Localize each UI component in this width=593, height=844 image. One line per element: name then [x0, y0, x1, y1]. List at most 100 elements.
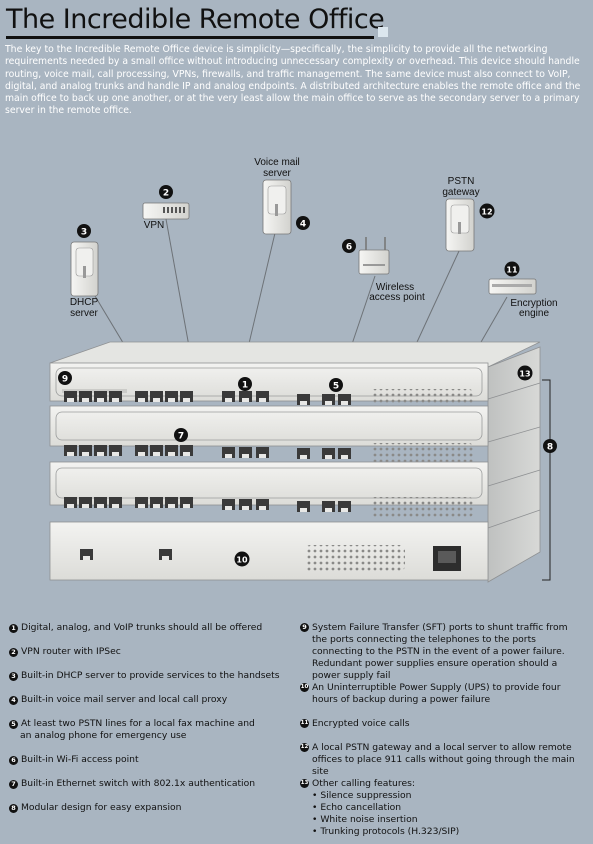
title-block: The Incredible Remote Office — [6, 4, 385, 35]
legend-number: 1 — [9, 624, 18, 633]
vpn-label: VPN — [144, 220, 165, 231]
svg-text:1: 1 — [242, 381, 248, 391]
switch-module-3 — [49, 461, 489, 517]
badge-2: 2 — [159, 185, 173, 199]
badge-6: 6 — [342, 239, 356, 253]
legend-number: 10 — [300, 683, 309, 692]
feature-item: Echo cancellation — [312, 802, 459, 814]
legend-text: System Failure Transfer (SFT) ports to s… — [312, 622, 568, 681]
device-diagram: Voice mail server VPN DHCP server Wirele… — [49, 157, 558, 583]
legend-number: 9 — [300, 623, 309, 632]
legend-number: 5 — [9, 720, 18, 729]
ups-module — [49, 521, 489, 581]
legend-text: Built-in voice mail server and local cal… — [21, 694, 228, 705]
svg-text:9: 9 — [62, 375, 68, 385]
switch-module-2 — [49, 405, 489, 465]
svg-text:11: 11 — [506, 266, 518, 275]
svg-text:6: 6 — [346, 243, 352, 253]
dhcp-label-2: server — [70, 308, 98, 319]
wireless-label: Wireless — [376, 282, 414, 293]
legend-text: Built-in Wi-Fi access point — [21, 754, 139, 765]
encryption-label: Encryption — [510, 298, 557, 309]
switch-module-1 — [49, 362, 489, 411]
legend-text: Built-in DHCP server to provide services… — [21, 670, 280, 681]
badge-3: 3 — [77, 224, 91, 238]
device-stack — [49, 341, 541, 583]
legend-text: Built-in Ethernet switch with 802.1x aut… — [21, 778, 256, 789]
intro-paragraph: The key to the Incredible Remote Office … — [5, 44, 581, 117]
badge-1: 1 — [238, 377, 252, 391]
vpn-router-device — [142, 202, 190, 220]
svg-text:13: 13 — [519, 370, 530, 379]
legend-number: 3 — [9, 672, 18, 681]
badge-10: 10 — [234, 551, 250, 567]
title-square-decoration — [378, 27, 388, 37]
svg-text:3: 3 — [81, 228, 87, 238]
legend-text: Encrypted voice calls — [312, 718, 410, 729]
legend-number: 6 — [9, 756, 18, 765]
encryption-label-2: engine — [519, 308, 549, 319]
voice-mail-server-device — [262, 179, 292, 235]
wireless-label-2: access point — [369, 292, 425, 303]
legend-number: 2 — [9, 648, 18, 657]
wireless-access-point-device — [358, 237, 390, 275]
page-title: The Incredible Remote Office — [6, 4, 385, 35]
connector-lines — [94, 218, 508, 357]
legend-text: VPN router with IPSec — [21, 646, 121, 657]
svg-text:4: 4 — [300, 220, 306, 230]
pstn-gateway-device — [445, 198, 475, 252]
legend-number: 7 — [9, 780, 18, 789]
dhcp-server-device — [70, 241, 99, 297]
legend-text: At least two PSTN lines for a local fax … — [21, 718, 255, 729]
badge-12: 12 — [479, 203, 495, 219]
legend-number: 4 — [9, 696, 18, 705]
legend-text: An Uninterruptible Power Supply (UPS) to… — [312, 682, 561, 705]
encryption-engine-device — [488, 278, 537, 295]
features-list: Silence suppression Echo cancellation Wh… — [312, 790, 459, 838]
feature-item: White noise insertion — [312, 814, 459, 826]
legend-text: Modular design for easy expansion — [21, 802, 182, 813]
svg-text:12: 12 — [481, 208, 492, 217]
legend-text: A local PSTN gateway and a local server … — [312, 742, 575, 777]
dhcp-label: DHCP — [70, 297, 99, 308]
voice-mail-label: Voice mail — [254, 157, 300, 168]
feature-item: Trunking protocols (H.323/SIP) — [312, 826, 459, 838]
legend-number: 11 — [300, 719, 309, 728]
badge-13: 13 — [517, 365, 533, 381]
bracket — [542, 379, 551, 581]
legend-number: 12 — [300, 743, 309, 752]
svg-text:7: 7 — [178, 432, 184, 442]
legend-text-cont: an analog phone for emergency use — [20, 730, 187, 741]
title-underline — [6, 36, 374, 39]
badge-7: 7 — [174, 428, 188, 442]
legend-text: Digital, analog, and VoIP trunks should … — [21, 622, 263, 633]
voice-mail-label-2: server — [263, 168, 291, 179]
svg-text:2: 2 — [163, 189, 169, 199]
legend-number: 13 — [300, 779, 309, 788]
badge-5: 5 — [329, 378, 343, 392]
pstn-label-2: gateway — [442, 187, 479, 198]
badge-4: 4 — [296, 216, 310, 230]
feature-item: Silence suppression — [312, 790, 459, 802]
svg-text:8: 8 — [547, 443, 553, 453]
svg-text:10: 10 — [236, 556, 248, 565]
legend-number: 8 — [9, 804, 18, 813]
badge-9: 9 — [58, 371, 72, 385]
pstn-label: PSTN — [448, 176, 475, 187]
badge-11: 11 — [504, 261, 520, 277]
legend-text: Other calling features: — [312, 778, 415, 789]
badge-8: 8 — [543, 439, 557, 453]
legend-item-13: 13 Other calling features: Silence suppr… — [300, 778, 582, 838]
svg-text:5: 5 — [333, 382, 339, 392]
